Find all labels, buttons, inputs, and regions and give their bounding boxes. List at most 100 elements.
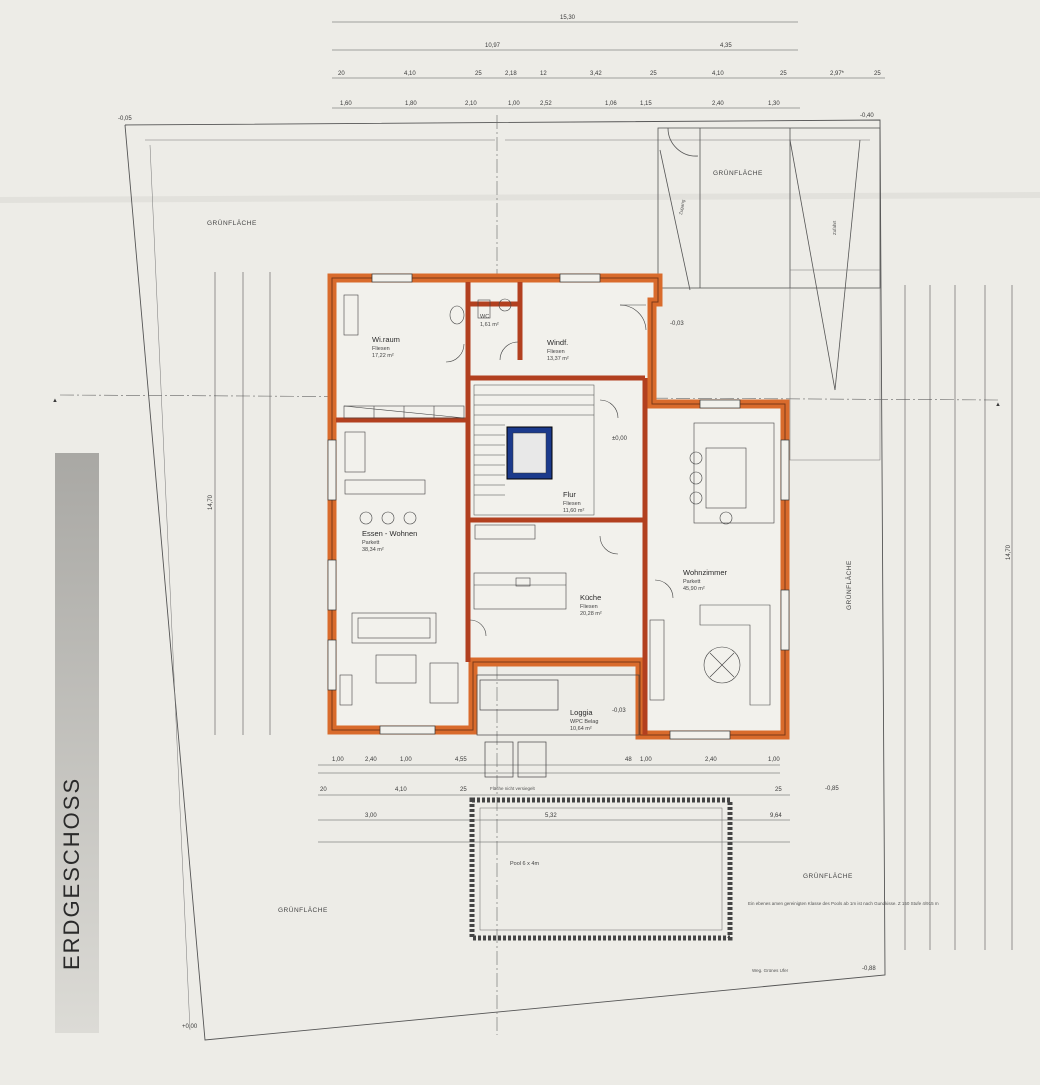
windows bbox=[327, 273, 790, 740]
interior-walls bbox=[336, 282, 648, 735]
room-area-2: 1,61 m² bbox=[480, 322, 499, 328]
room-name-4: Essen - Wohnen bbox=[362, 529, 417, 538]
floor-label-band bbox=[55, 453, 99, 1033]
level-nw: -0,05 bbox=[118, 116, 132, 122]
room-floor-0: Fliesen bbox=[372, 346, 390, 352]
room-area-4: 38,34 m² bbox=[362, 547, 384, 553]
dim-top-row3-0: 20 bbox=[338, 71, 345, 77]
room-name-5: Küche bbox=[580, 593, 601, 602]
dim-low-row2-0: 20 bbox=[320, 787, 327, 793]
dim-top-row4-8: 1,30 bbox=[768, 101, 780, 107]
room-area-1: 13,37 m² bbox=[547, 356, 569, 362]
top-dimension-chain bbox=[332, 21, 885, 109]
living-furniture bbox=[649, 422, 775, 706]
dim-low-row1-3: 4,55 bbox=[455, 757, 467, 763]
axis-marker-a: ▲ bbox=[52, 398, 58, 404]
dining-furniture bbox=[339, 431, 459, 706]
dim-top-row2-1: 4,35 bbox=[720, 43, 732, 49]
gruen-ne: GRÜNFLÄCHE bbox=[713, 169, 763, 177]
cabinets bbox=[343, 294, 465, 419]
dim-top-row4-0: 1,60 bbox=[340, 101, 352, 107]
dim-low-row2-2: 25 bbox=[460, 787, 467, 793]
footer-note: Weg. Grünes Ufer bbox=[752, 968, 789, 973]
dim-top-row4-1: 1,80 bbox=[405, 101, 417, 107]
gruen-nw: GRÜNFLÄCHE bbox=[207, 219, 257, 227]
axis-marker-b: ▲ bbox=[995, 402, 1001, 408]
room-name-7: Loggia bbox=[570, 708, 593, 717]
dim-low-row1-2: 1,00 bbox=[400, 757, 412, 763]
dim-right-total: 14,70 bbox=[1006, 544, 1012, 560]
room-name-3: Flur bbox=[563, 490, 576, 499]
level-hall: ±0,00 bbox=[612, 436, 628, 442]
dim-low-row3-2: 9,64 bbox=[770, 813, 782, 819]
room-floor-3: Fliesen bbox=[563, 501, 581, 507]
gruen-e: GRÜNFLÄCHE bbox=[845, 560, 853, 610]
property-boundary bbox=[124, 119, 886, 1041]
dim-top-total: 15,30 bbox=[560, 15, 576, 21]
dim-top-row4-7: 2,40 bbox=[712, 101, 724, 107]
pool bbox=[469, 797, 733, 941]
paper-fold bbox=[0, 192, 1040, 203]
room-floor-7: WPC Belag bbox=[570, 719, 598, 725]
room-name-1: Windf. bbox=[547, 338, 568, 347]
dim-low-row2-1: 4,10 bbox=[395, 787, 407, 793]
room-name-0: Wi.raum bbox=[372, 335, 400, 344]
dim-top-row3-2: 25 bbox=[475, 71, 482, 77]
dim-top-row4-3: 1,00 bbox=[508, 101, 520, 107]
dim-top-row4-6: 1,15 bbox=[640, 101, 652, 107]
room-area-6: 45,90 m² bbox=[683, 586, 705, 592]
dim-low-row2-3: 25 bbox=[775, 787, 782, 793]
level-ne: -0,40 bbox=[860, 113, 874, 119]
pool-note: Ein ebenes amen gereinigten Klasse des P… bbox=[748, 901, 939, 906]
dim-top-row3-3: 2,18 bbox=[505, 71, 517, 77]
carport-structure bbox=[657, 127, 881, 391]
level-se: -0,88 bbox=[862, 966, 876, 972]
floor-label: ERDGESCHOSS bbox=[59, 777, 84, 970]
room-area-5: 20,28 m² bbox=[580, 611, 602, 617]
room-name-6: Wohnzimmer bbox=[683, 568, 728, 577]
doors bbox=[445, 304, 674, 637]
exterior-wall-outline bbox=[331, 277, 786, 736]
dim-top-row4-2: 2,10 bbox=[465, 101, 477, 107]
dim-low-row1-0: 1,00 bbox=[332, 757, 344, 763]
staircase bbox=[473, 384, 595, 516]
setback-line-w bbox=[149, 144, 191, 1031]
level-sw: +0,00 bbox=[182, 1024, 198, 1030]
room-floor-1: Fliesen bbox=[547, 349, 565, 355]
flaeche-label: Fläche nicht versiegelt bbox=[490, 786, 536, 791]
lower-dimension-lines bbox=[318, 764, 790, 843]
dim-low-row1-6: 2,40 bbox=[705, 757, 717, 763]
dim-top-row4-4: 2,52 bbox=[540, 101, 552, 107]
room-floor-4: Parkett bbox=[362, 540, 380, 546]
room-area-7: 10,64 m² bbox=[570, 726, 592, 732]
dim-left-total: 14,70 bbox=[208, 494, 214, 510]
dim-low-row1-4: 48 bbox=[625, 757, 632, 763]
dim-top-row3-10: 25 bbox=[874, 71, 881, 77]
dim-top-row2-0: 10,97 bbox=[485, 43, 501, 49]
left-dimension-lines bbox=[214, 272, 271, 735]
dim-top-row3-9: 2,97* bbox=[830, 71, 845, 77]
dim-low-row1-5: 1,00 bbox=[640, 757, 652, 763]
dim-top-row3-5: 3,42 bbox=[590, 71, 602, 77]
dim-low-row3-0: 3,00 bbox=[365, 813, 377, 819]
pool-label: Pool 6 x 4m bbox=[510, 861, 539, 867]
level-entry: -0,03 bbox=[670, 321, 684, 327]
level-loggia: -0,03 bbox=[612, 708, 626, 714]
dim-top-row3-6: 25 bbox=[650, 71, 657, 77]
driveway bbox=[789, 269, 881, 461]
elevator-cabin bbox=[512, 432, 547, 474]
zugang-label: Zugang bbox=[678, 199, 686, 215]
dim-top-row3-1: 4,10 bbox=[404, 71, 416, 77]
room-area-0: 17,22 m² bbox=[372, 353, 394, 359]
wc-fixtures bbox=[449, 298, 512, 325]
dim-top-row3-7: 4,10 bbox=[712, 71, 724, 77]
level-terrace: -0,85 bbox=[825, 786, 839, 792]
gruen-se: GRÜNFLÄCHE bbox=[803, 872, 853, 880]
dim-top-row3-4: 12 bbox=[540, 71, 547, 77]
dim-low-row1-1: 2,40 bbox=[365, 757, 377, 763]
zufahrt-label: Zufahrt bbox=[832, 220, 837, 235]
kitchen-furniture bbox=[473, 524, 567, 610]
